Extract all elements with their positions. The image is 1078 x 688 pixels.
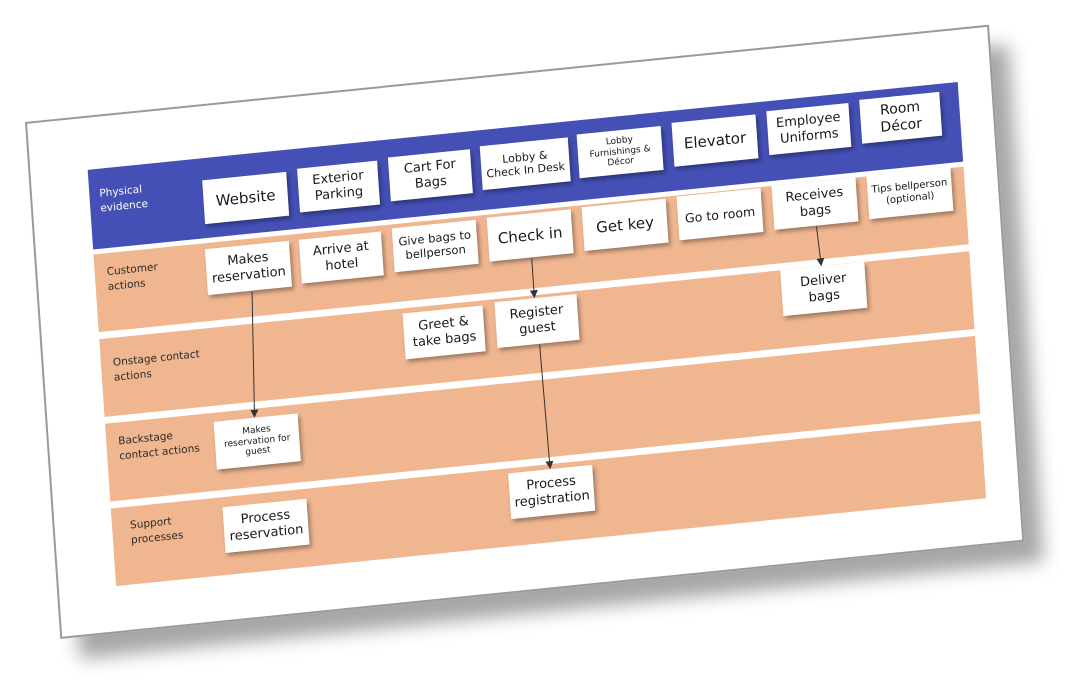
lane-label-support: Support processes xyxy=(129,515,184,547)
card-process-registration[interactable]: Process registration xyxy=(508,464,596,520)
card-process-reservation[interactable]: Process reservation xyxy=(222,498,310,554)
card-greet-take-bags[interactable]: Greet & take bags xyxy=(402,305,486,360)
card-arrive-at-hotel[interactable]: Arrive at hotel xyxy=(298,231,384,284)
card-give-bags-to-bellperson[interactable]: Give bags to bellperson xyxy=(391,219,479,273)
card-employee-uniforms[interactable]: Employee Uniforms xyxy=(766,103,852,156)
card-lobby-check-in-desk[interactable]: Lobby & Check In Desk xyxy=(479,137,571,191)
card-lobby-furnishings-decor[interactable]: Lobby Furnishings & Décor xyxy=(576,125,664,179)
card-website[interactable]: Website xyxy=(202,171,290,225)
lane-label-customer-actions: Customer actions xyxy=(106,261,159,294)
card-makes-reservation[interactable]: Makes reservation xyxy=(204,240,292,296)
card-check-in[interactable]: Check in xyxy=(486,209,574,262)
card-go-to-room[interactable]: Go to room xyxy=(676,188,764,241)
lane-label-physical-evidence: Physical evidence xyxy=(98,183,149,215)
card-makes-reservation-for-guest[interactable]: Makes reservation for guest xyxy=(213,413,301,470)
card-cart-for-bags[interactable]: Cart For Bags xyxy=(387,149,473,202)
card-register-guest[interactable]: Register guest xyxy=(494,293,580,349)
lane-label-onstage: Onstage contact actions xyxy=(112,348,201,384)
card-exterior-parking[interactable]: Exterior Parking xyxy=(297,160,381,213)
card-room-decor[interactable]: Room Décor xyxy=(859,91,943,144)
card-elevator[interactable]: Elevator xyxy=(671,114,759,167)
card-tips-bellperson[interactable]: Tips bellperson (optional) xyxy=(866,166,954,220)
lane-label-backstage: Backstage contact actions xyxy=(117,430,201,463)
card-deliver-bags[interactable]: Deliver bags xyxy=(780,261,868,317)
card-receives-bags[interactable]: Receives bags xyxy=(771,177,859,230)
blueprint-page: Physical evidence Customer actions Onsta… xyxy=(25,24,1025,639)
card-get-key[interactable]: Get key xyxy=(581,198,669,252)
